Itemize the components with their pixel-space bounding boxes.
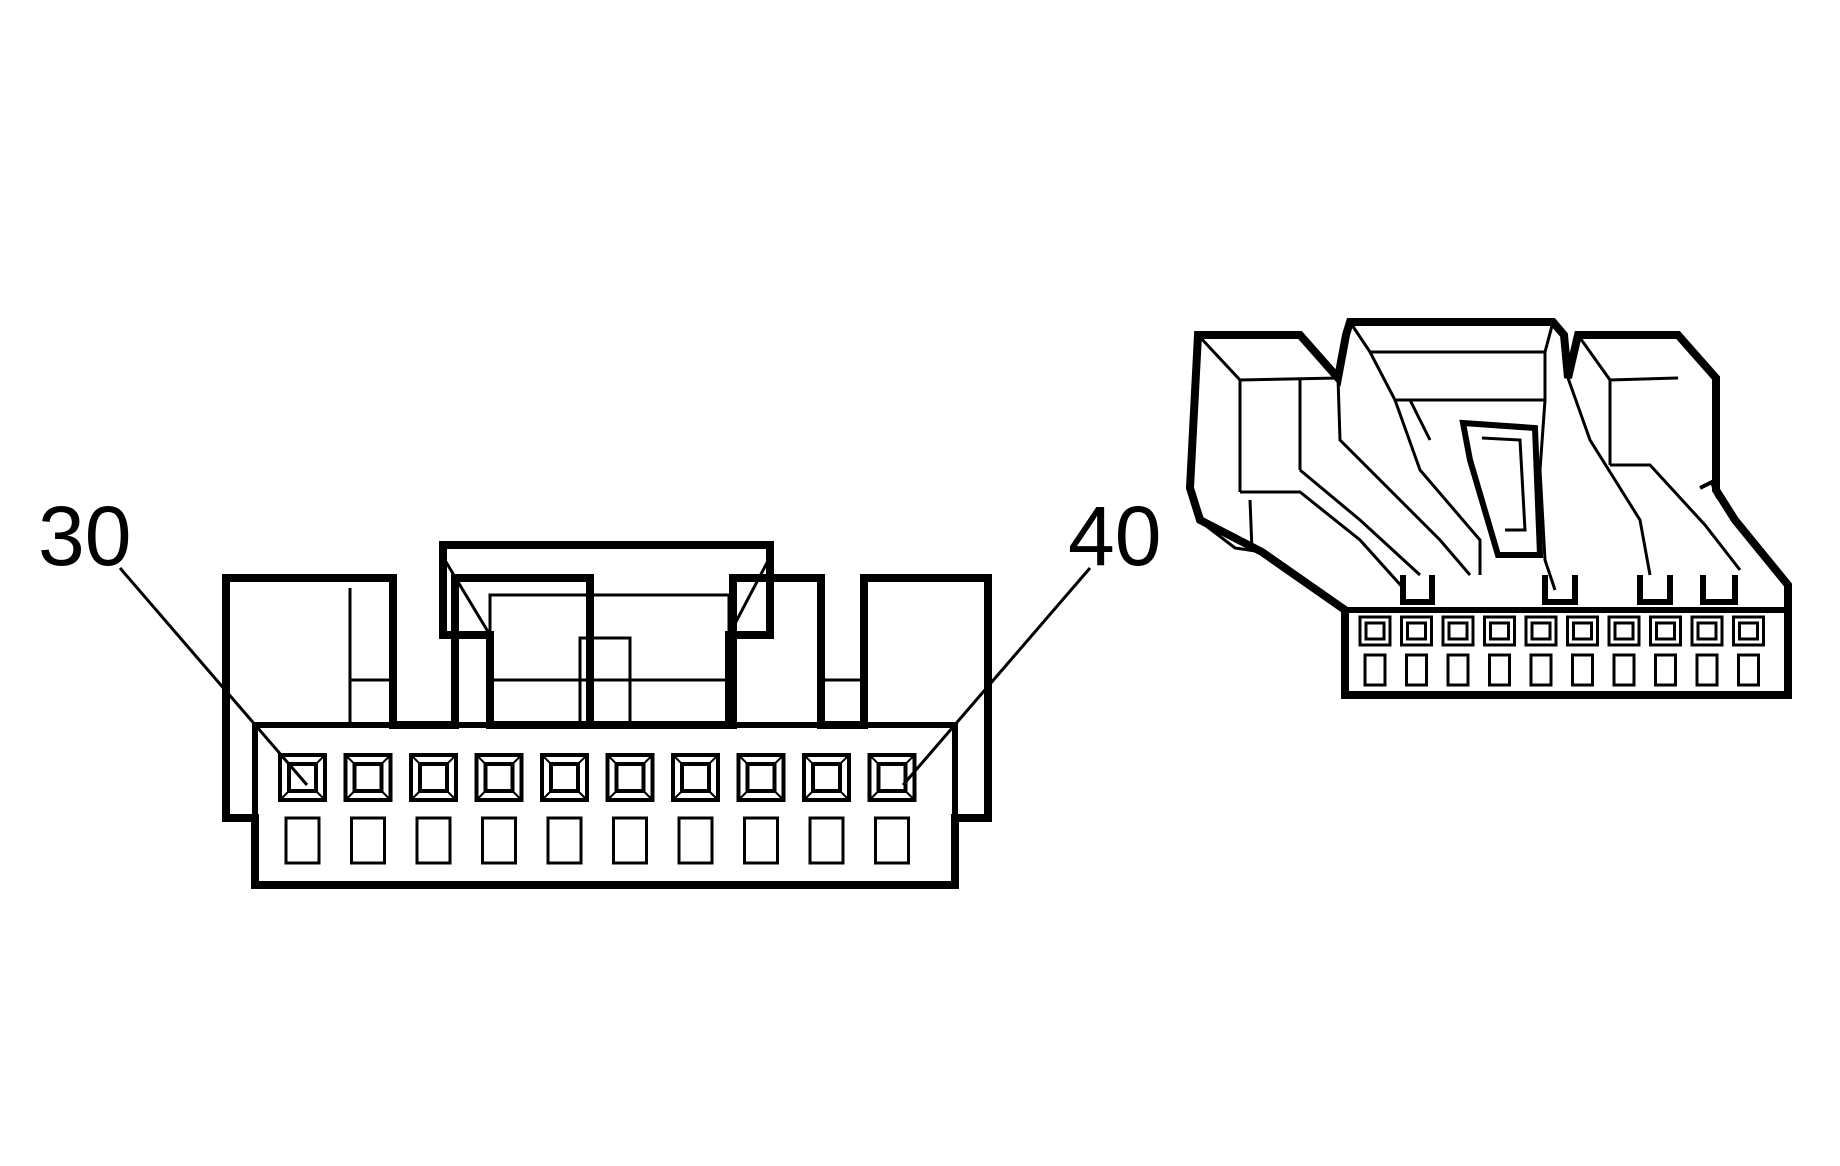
leader-line-30: [118, 567, 309, 786]
upper-cavity: [1483, 615, 1516, 647]
perspective-lower-cavity-row: [1363, 653, 1760, 687]
perspective-upper-cavity-row: [1358, 615, 1765, 647]
perspective-housing-outline: [1185, 318, 1792, 699]
upper-cavity: [736, 753, 786, 802]
upper-cavity: [1690, 615, 1724, 647]
upper-cavity: [1400, 615, 1433, 647]
lower-cavity: [415, 816, 452, 865]
lower-cavity: [1571, 653, 1594, 687]
perspective-latch-slot: [1459, 419, 1544, 558]
leader-line-40: [901, 567, 1092, 786]
upper-cavity: [409, 753, 458, 802]
upper-cavity: [278, 753, 327, 802]
upper-cavity: [671, 753, 720, 802]
lower-cavity: [1695, 653, 1719, 687]
lower-cavity: [1737, 653, 1760, 687]
upper-cavity: [540, 753, 589, 802]
front-upper-cavity-row: [278, 753, 917, 802]
lower-cavity: [1405, 653, 1428, 687]
upper-cavity: [474, 753, 524, 802]
upper-cavity: [802, 753, 851, 802]
perspective-rib-slots: [1400, 575, 1738, 605]
upper-cavity: [1649, 615, 1682, 647]
lower-cavity: [481, 816, 517, 865]
upper-cavity: [1607, 615, 1641, 647]
pin-label-30: 30: [38, 489, 131, 583]
perspective-latch-slot-inner: [1481, 436, 1527, 532]
upper-cavity: [1441, 615, 1475, 647]
front-latch: [439, 541, 774, 729]
lower-cavity: [1612, 653, 1636, 687]
lower-cavity: [1654, 653, 1677, 687]
connector-front-view: [118, 541, 1092, 889]
perspective-side-notch: [1699, 479, 1720, 499]
lower-cavity: [1529, 653, 1553, 687]
lower-cavity: [808, 816, 845, 865]
upper-cavity: [605, 753, 655, 802]
lower-cavity: [1363, 653, 1387, 687]
lower-cavity: [1446, 653, 1470, 687]
lower-cavity: [546, 816, 583, 865]
upper-cavity: [1566, 615, 1599, 647]
lower-cavity: [677, 816, 714, 865]
front-housing-outline: [222, 574, 992, 889]
pin-label-40: 40: [1068, 489, 1161, 583]
upper-cavity: [343, 753, 393, 802]
lower-cavity: [350, 816, 386, 865]
front-latch-detail: [441, 556, 772, 727]
front-lower-cavity-row: [284, 816, 910, 865]
upper-cavity: [867, 753, 917, 802]
lower-cavity: [874, 816, 910, 865]
upper-cavity: [1358, 615, 1392, 647]
lower-cavity: [1488, 653, 1511, 687]
lower-cavity: [612, 816, 648, 865]
lower-cavity: [284, 816, 321, 865]
front-side-wall-detail: [348, 588, 866, 725]
lower-cavity: [743, 816, 779, 865]
connector-perspective-view: [1185, 318, 1792, 699]
upper-cavity: [1732, 615, 1765, 647]
upper-cavity: [1524, 615, 1558, 647]
perspective-top-detail: [1188, 321, 1742, 592]
